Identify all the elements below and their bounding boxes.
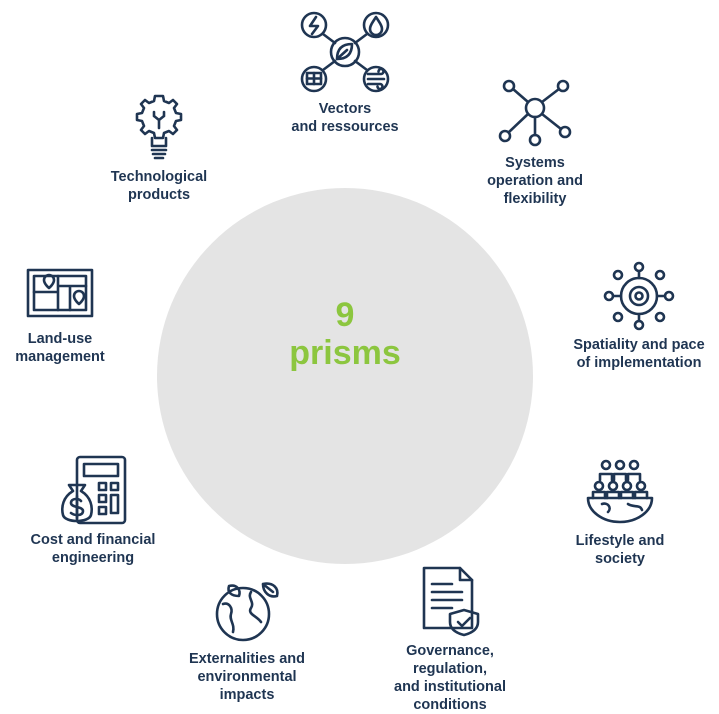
center-circle xyxy=(157,188,533,564)
prism-lifestyle: Lifestyle and society xyxy=(545,458,695,568)
prism-label: Governance, regulation, and institutiona… xyxy=(394,643,506,713)
prism-label: Externalities and environmental impacts xyxy=(188,651,306,703)
prism-label: Land-use management xyxy=(15,331,105,365)
map-pins-icon xyxy=(26,268,94,318)
prism-label: Vectors and ressources xyxy=(291,101,399,135)
prism-governance: Governance, regulation, and institutiona… xyxy=(375,566,525,714)
center-word: prisms xyxy=(289,334,401,372)
network-nodes-icon xyxy=(498,79,572,147)
prism-label: Technological products xyxy=(110,169,208,203)
center-number: 9 xyxy=(335,296,355,334)
prism-cost: Cost and financial engineering xyxy=(18,455,168,567)
lightbulb-gear-icon xyxy=(135,94,183,160)
prism-technological: Technological products xyxy=(84,94,234,204)
prism-label: Cost and financial engineering xyxy=(30,532,156,566)
prism-label: Spatiality and pace of implementation xyxy=(573,337,705,371)
prism-externalities: Externalities and environmental impacts xyxy=(172,580,322,704)
people-globe-icon xyxy=(586,459,654,524)
prism-vectors: Vectors and ressources xyxy=(270,8,420,136)
document-shield-icon xyxy=(422,566,480,637)
gear-network-icon xyxy=(603,261,675,331)
prism-spatiality: Spatiality and pace of implementation xyxy=(554,261,719,372)
energy-vectors-icon xyxy=(300,11,390,93)
globe-leaves-icon xyxy=(215,582,279,642)
prism-land-use: Land-use management xyxy=(0,266,120,366)
center-title: 9 prisms xyxy=(157,296,533,372)
prism-systems-operation: Systems operation and flexibility xyxy=(460,78,610,208)
prism-label: Systems operation and flexibility xyxy=(487,155,583,207)
prism-label: Lifestyle and society xyxy=(575,533,665,567)
calculator-money-bag-icon xyxy=(61,455,127,525)
